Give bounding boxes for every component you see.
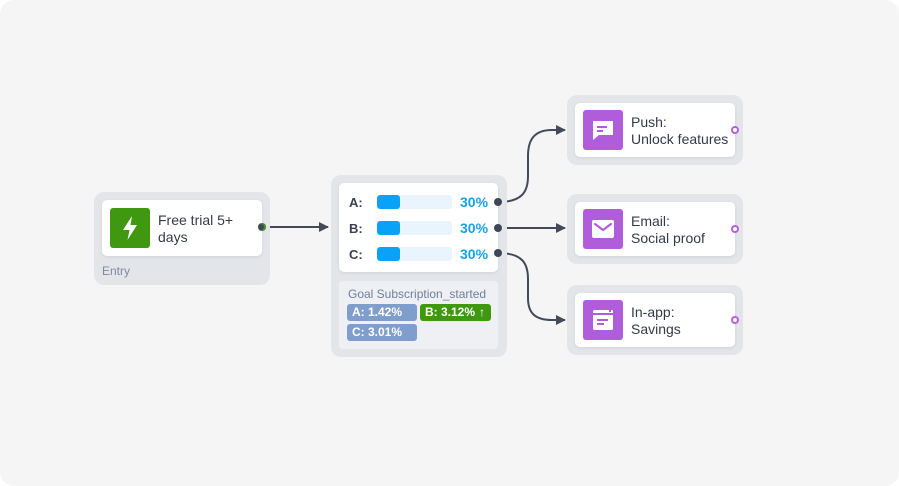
- email-name: Social proof: [631, 230, 705, 246]
- entry-node[interactable]: Free trial 5+ days Entry: [94, 192, 270, 285]
- entry-footer-label: Entry: [102, 264, 131, 278]
- arrow-up-icon: ↑: [479, 305, 485, 319]
- goal-chip-c-label: C: 3.01%: [352, 325, 403, 339]
- envelope-icon: [592, 220, 614, 238]
- chat-message-icon: [593, 121, 613, 140]
- variant-bar-fill: [377, 247, 400, 261]
- entry-title-line2: days: [158, 229, 188, 245]
- variant-percent: 30%: [460, 194, 489, 210]
- split-variants-card[interactable]: A: 30% B: 30% C: 30%: [339, 183, 498, 272]
- email-message-node[interactable]: Email: Social proof: [567, 194, 743, 264]
- entry-output-port[interactable]: [258, 223, 266, 231]
- entry-title-line1: Free trial 5+: [158, 212, 234, 228]
- variant-bar: [377, 247, 452, 261]
- entry-node-card[interactable]: Free trial 5+ days: [102, 200, 262, 256]
- inapp-type-label: In-app:: [631, 304, 675, 320]
- goal-chip-b-winner: B: 3.12% ↑: [420, 304, 491, 321]
- variant-percent: 30%: [460, 220, 489, 236]
- variant-bar: [377, 195, 452, 209]
- variant-bar: [377, 221, 452, 235]
- goal-results-box: Goal Subscription_started A: 1.42% B: 3.…: [339, 281, 498, 349]
- variant-b-output-port[interactable]: [494, 224, 502, 232]
- split-node-input-notch: [327, 222, 333, 232]
- push-node-card[interactable]: Push: Unlock features: [575, 103, 735, 157]
- inapp-node-label: In-app: Savings: [631, 304, 681, 338]
- inapp-node-card[interactable]: In-app: Savings: [575, 293, 735, 347]
- variant-a-output-port[interactable]: [494, 198, 502, 206]
- email-node-card[interactable]: Email: Social proof: [575, 202, 735, 256]
- push-type-label: Push:: [631, 114, 667, 130]
- push-message-node[interactable]: Push: Unlock features: [567, 95, 743, 165]
- push-name: Unlock features: [631, 131, 729, 147]
- variant-label: C:: [349, 246, 363, 262]
- ab-split-node[interactable]: A: 30% B: 30% C: 30% Goal Subscription_s…: [331, 175, 507, 357]
- inapp-output-port[interactable]: [731, 316, 739, 324]
- inapp-message-node[interactable]: In-app: Savings: [567, 285, 743, 355]
- goal-chip-c: C: 3.01%: [347, 324, 417, 341]
- inapp-name: Savings: [631, 321, 681, 337]
- split-variant-b[interactable]: B: 30%: [349, 220, 488, 236]
- lightning-bolt-icon: [123, 216, 137, 240]
- entry-icon-tile: [110, 208, 150, 248]
- email-icon-tile: [583, 209, 623, 249]
- email-node-label: Email: Social proof: [631, 213, 705, 247]
- goal-chip-b-label: B: 3.12%: [425, 305, 476, 319]
- connector-a-to-push: [497, 125, 566, 203]
- connector-c-to-inapp: [497, 252, 566, 325]
- variant-c-output-port[interactable]: [494, 249, 502, 257]
- push-output-port[interactable]: [731, 126, 739, 134]
- split-variant-c[interactable]: C: 30%: [349, 246, 488, 262]
- email-type-label: Email:: [631, 213, 670, 229]
- push-icon-tile: [583, 110, 623, 150]
- goal-chip-a-label: A: 1.42%: [352, 305, 403, 319]
- variant-bar-fill: [377, 221, 400, 235]
- split-variant-a[interactable]: A: 30%: [349, 194, 488, 210]
- variant-bar-fill: [377, 195, 400, 209]
- variant-label: B:: [349, 220, 363, 236]
- entry-node-title: Free trial 5+ days: [158, 212, 258, 246]
- goal-title: Goal Subscription_started: [348, 287, 487, 301]
- push-node-label: Push: Unlock features: [631, 114, 728, 148]
- inapp-icon-tile: [583, 300, 623, 340]
- email-output-port[interactable]: [731, 225, 739, 233]
- variant-percent: 30%: [460, 246, 489, 262]
- goal-chip-a: A: 1.42%: [347, 304, 417, 321]
- variant-label: A:: [349, 194, 363, 210]
- in-app-window-icon: [593, 310, 613, 330]
